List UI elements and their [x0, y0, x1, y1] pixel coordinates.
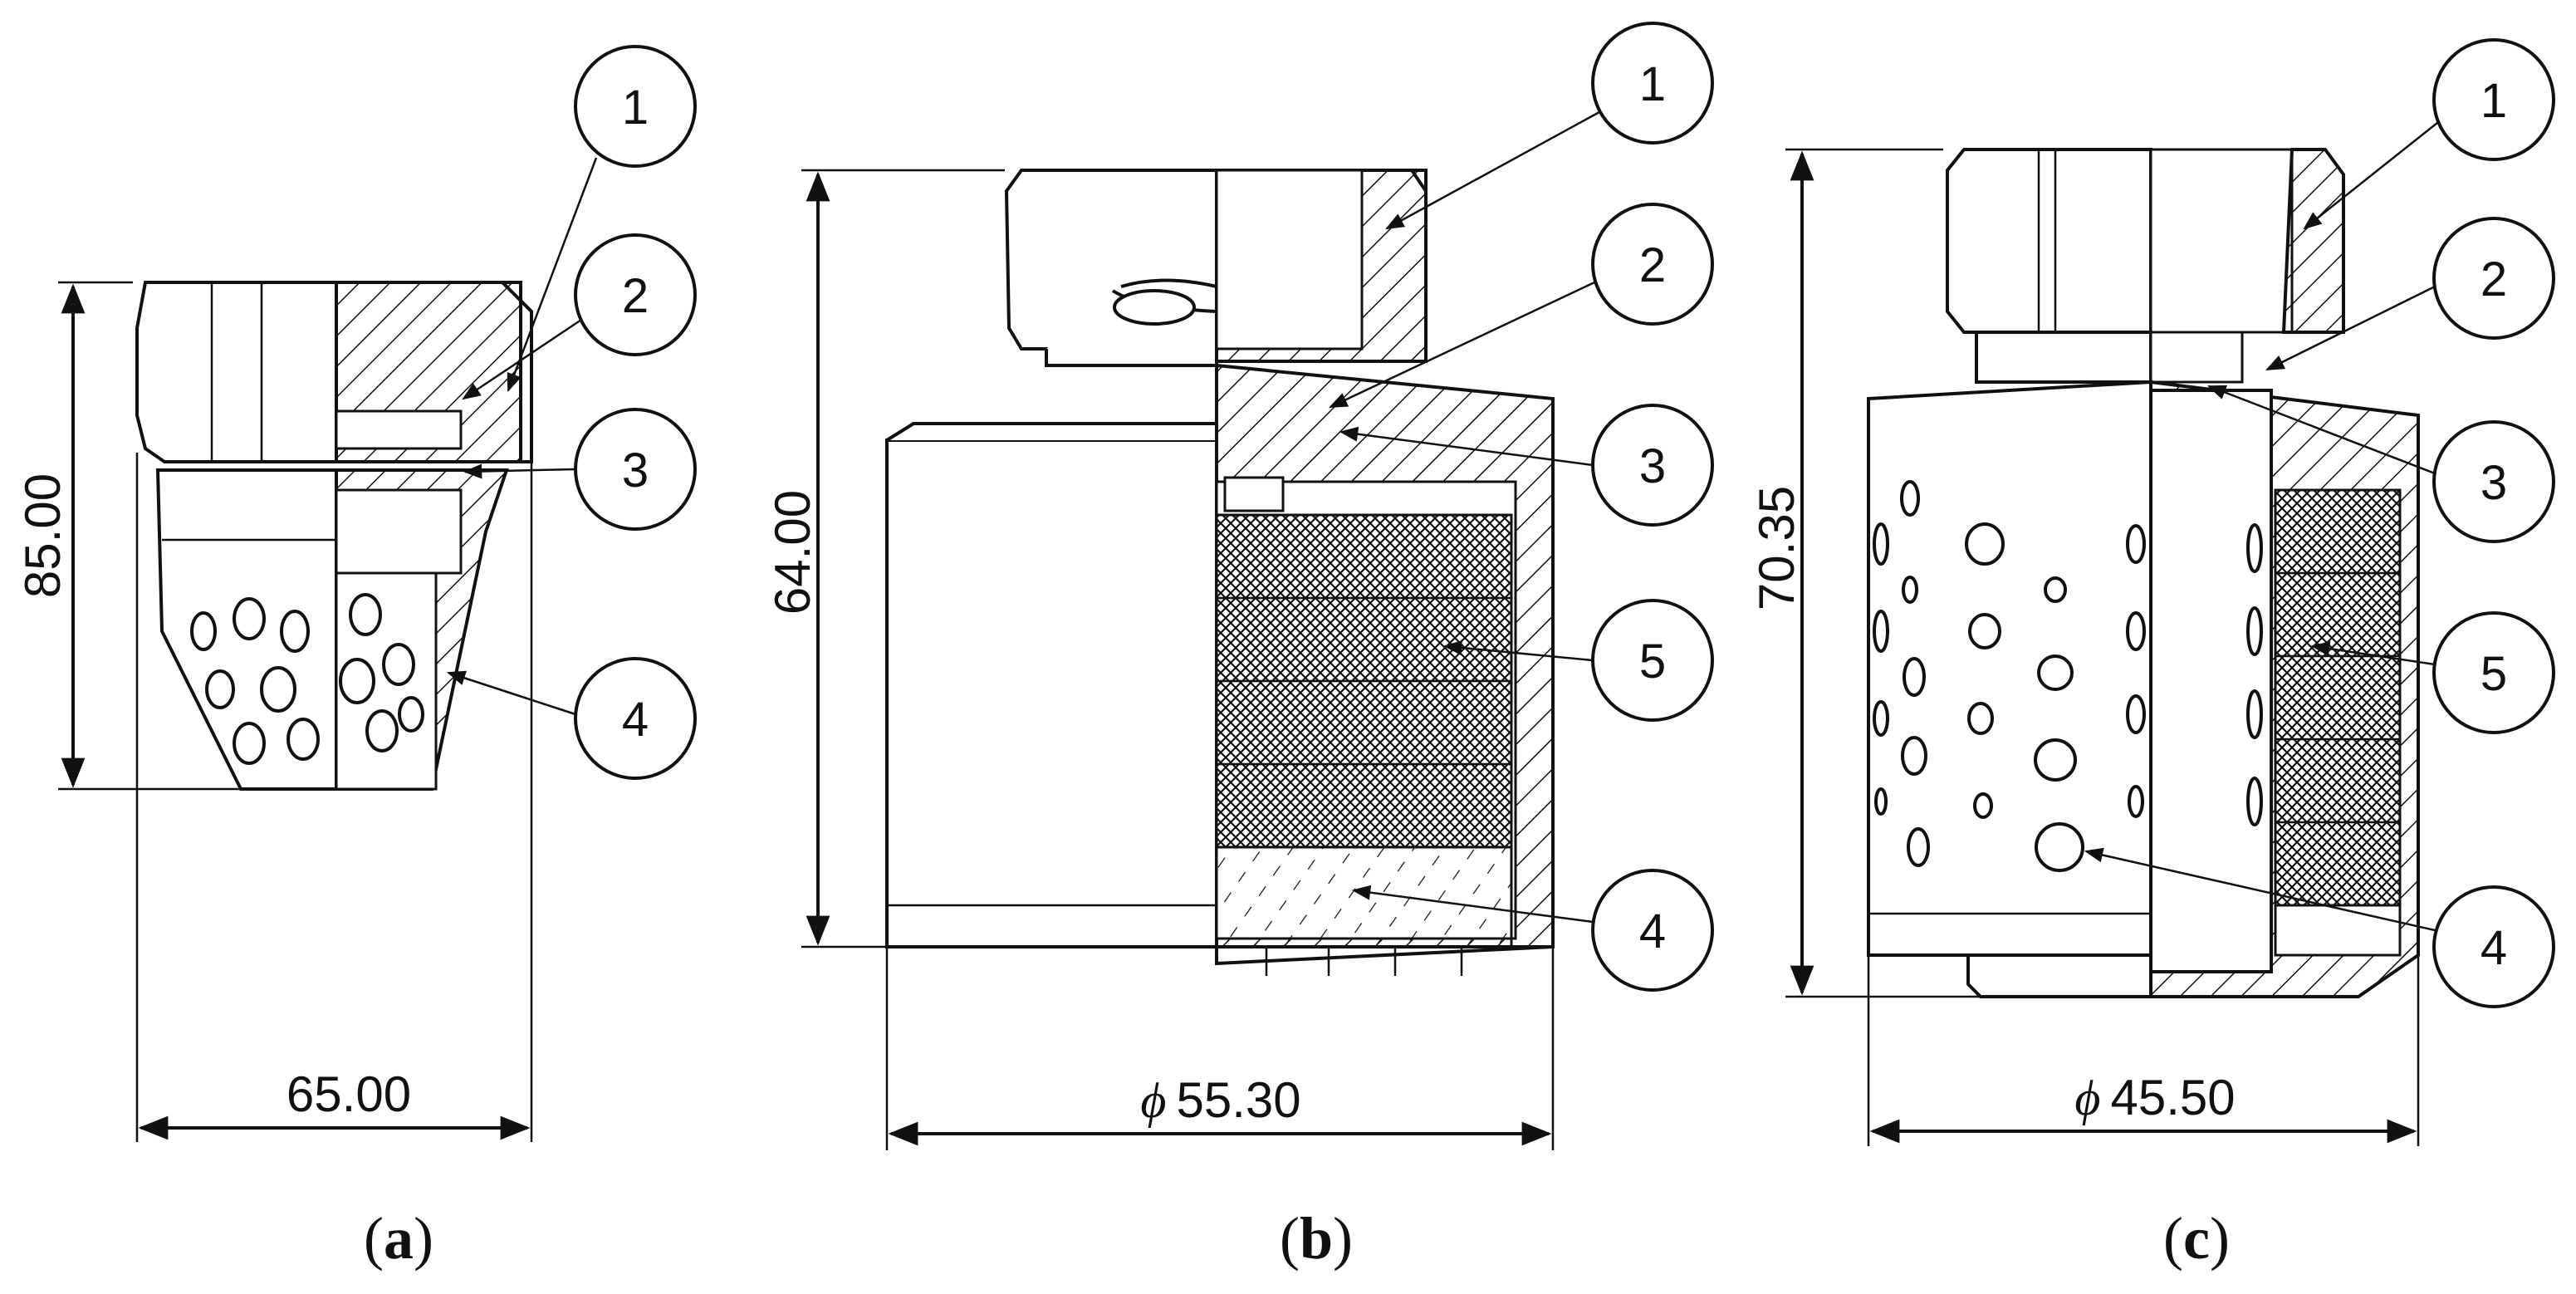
svg-text:1: 1: [1639, 57, 1666, 111]
panel-b-caption: (b): [1280, 1205, 1353, 1272]
panel-b-callout-3: 3: [1339, 404, 1714, 527]
panel-b-nozzle-body: [885, 363, 1555, 976]
panel-a-callout-3: 3: [463, 408, 697, 531]
panel-c-height-dimension: 70.35: [1749, 148, 1981, 998]
svg-text:4: 4: [622, 693, 649, 747]
panel-b-callout-1: 1: [1385, 22, 1714, 230]
panel-c-hex-nut: [1946, 148, 2345, 384]
panel-b-callout-5: 5: [1442, 599, 1714, 722]
panel-a-height-label: 85.00: [15, 473, 71, 598]
panel-c-callout-2: 2: [2265, 217, 2555, 371]
svg-text:4: 4: [1639, 904, 1666, 958]
svg-text:4: 4: [2481, 921, 2507, 975]
panel-b-height-dimension: 64.00: [765, 169, 1179, 948]
panel-a-spray-holes: [190, 593, 424, 765]
svg-text:1: 1: [2481, 74, 2507, 128]
panel-b-outlet-lines: [1265, 947, 1463, 976]
panel-a-callout-4: 4: [446, 657, 697, 780]
svg-text:2: 2: [622, 269, 649, 323]
panel-a-callout-1: 1: [507, 45, 697, 393]
panel-c-spray-holes: [1873, 480, 2263, 872]
panel-a-height-dimension: 85.00: [15, 281, 241, 791]
svg-text:3: 3: [2481, 456, 2507, 510]
panel-a-caption: (a): [364, 1205, 433, 1272]
svg-text:2: 2: [2481, 252, 2507, 306]
svg-text:3: 3: [1639, 439, 1666, 493]
panel-a-nozzle-body: [155, 468, 509, 791]
panel-c-callout-5: 5: [2310, 611, 2555, 734]
svg-text:5: 5: [2481, 647, 2507, 701]
panel-a-width-label: 65.00: [286, 1066, 411, 1122]
panel-a-hex-nut: [135, 281, 533, 463]
panel-c-callout-1: 1: [2303, 38, 2555, 230]
panel-a-callout-2: 2: [462, 233, 697, 400]
panel-a: 85.00 65.00 1 2 3 4 (a): [15, 45, 697, 1272]
panel-c-caption: (c): [2163, 1205, 2230, 1272]
panel-c-height-label: 70.35: [1749, 486, 1805, 610]
panel-c-callout-4: 4: [2084, 847, 2555, 1008]
svg-text:3: 3: [622, 444, 649, 498]
svg-text:1: 1: [622, 81, 649, 135]
panel-a-width-dimension: 65.00: [135, 316, 533, 1142]
svg-text:5: 5: [1639, 635, 1666, 689]
panel-c-callout-3: 3: [2206, 385, 2555, 543]
panel-b-hex-nut: [1004, 169, 1428, 367]
svg-text:2: 2: [1639, 238, 1666, 292]
panel-b-callout-4: 4: [1351, 869, 1714, 992]
panel-b-callout-2: 2: [1328, 203, 1714, 409]
panel-b-height-label: 64.00: [765, 490, 820, 615]
panel-c-nozzle-body: [1867, 380, 2420, 998]
